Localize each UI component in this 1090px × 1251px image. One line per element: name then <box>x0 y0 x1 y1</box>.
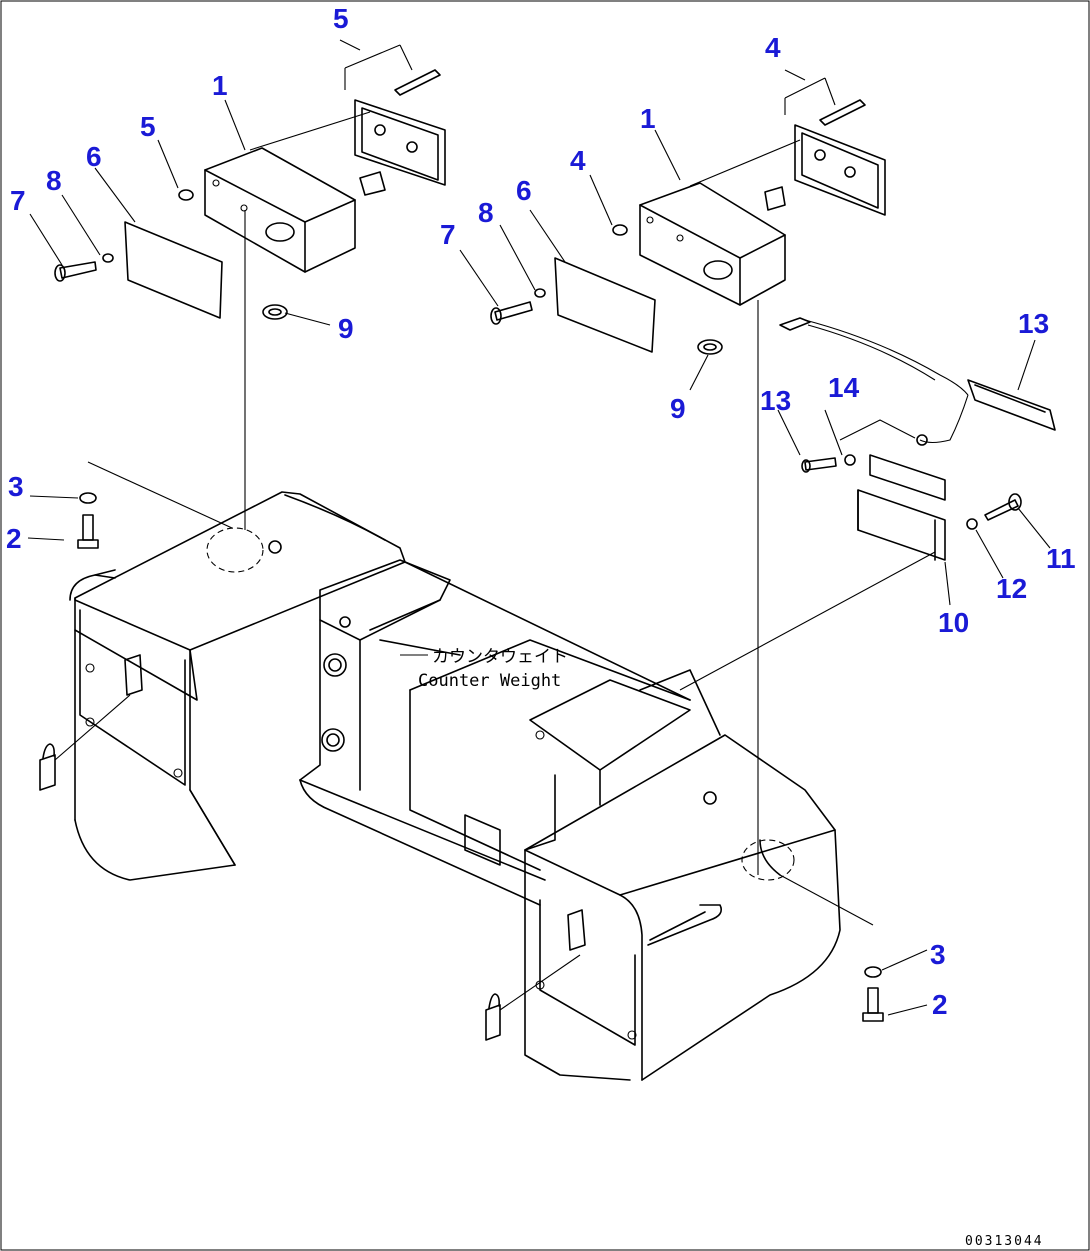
callout-11: 11 <box>1046 543 1076 574</box>
reference-code: 00313044 <box>965 1234 1044 1249</box>
leader-lines <box>27 39 1051 1016</box>
callout-1-left: 1 <box>212 70 228 101</box>
callout-13-bolt: 13 <box>760 385 791 416</box>
callout-9-left: 9 <box>338 313 354 344</box>
callout-3-left: 3 <box>8 471 24 502</box>
harness-bracket-assembly <box>679 317 1056 691</box>
callout-3-right: 3 <box>930 939 946 970</box>
callout-5-nut: 5 <box>140 111 156 142</box>
callouts: 1 5 5 6 8 7 9 1 4 4 6 8 7 9 13 14 13 11 … <box>6 3 1076 1020</box>
counter-weight-label-jp: カウンタウェイト <box>432 647 568 667</box>
callout-7-right: 7 <box>440 219 456 250</box>
callout-10: 10 <box>938 607 969 638</box>
callout-8-left: 8 <box>46 165 62 196</box>
right-lamp-assembly <box>490 99 886 875</box>
left-lamp-assembly <box>54 69 446 530</box>
callout-4-top: 4 <box>765 32 781 63</box>
callout-8-right: 8 <box>478 197 494 228</box>
callout-6-left: 6 <box>86 141 102 172</box>
callout-9-right: 9 <box>670 393 686 424</box>
callout-1-right: 1 <box>640 103 656 134</box>
callout-13-harness: 13 <box>1018 308 1049 339</box>
counter-weight-label-en: Counter Weight <box>418 671 561 691</box>
loose-hardware <box>77 461 884 1022</box>
callout-14: 14 <box>828 372 860 403</box>
callout-2-right: 2 <box>932 989 948 1020</box>
counter-weight <box>39 491 841 1081</box>
callout-7-left: 7 <box>10 185 26 216</box>
callout-5-top: 5 <box>333 3 349 34</box>
callout-4-nut: 4 <box>570 145 586 176</box>
callout-2-left: 2 <box>6 523 22 554</box>
callout-6-right: 6 <box>516 175 532 206</box>
callout-12: 12 <box>996 573 1027 604</box>
